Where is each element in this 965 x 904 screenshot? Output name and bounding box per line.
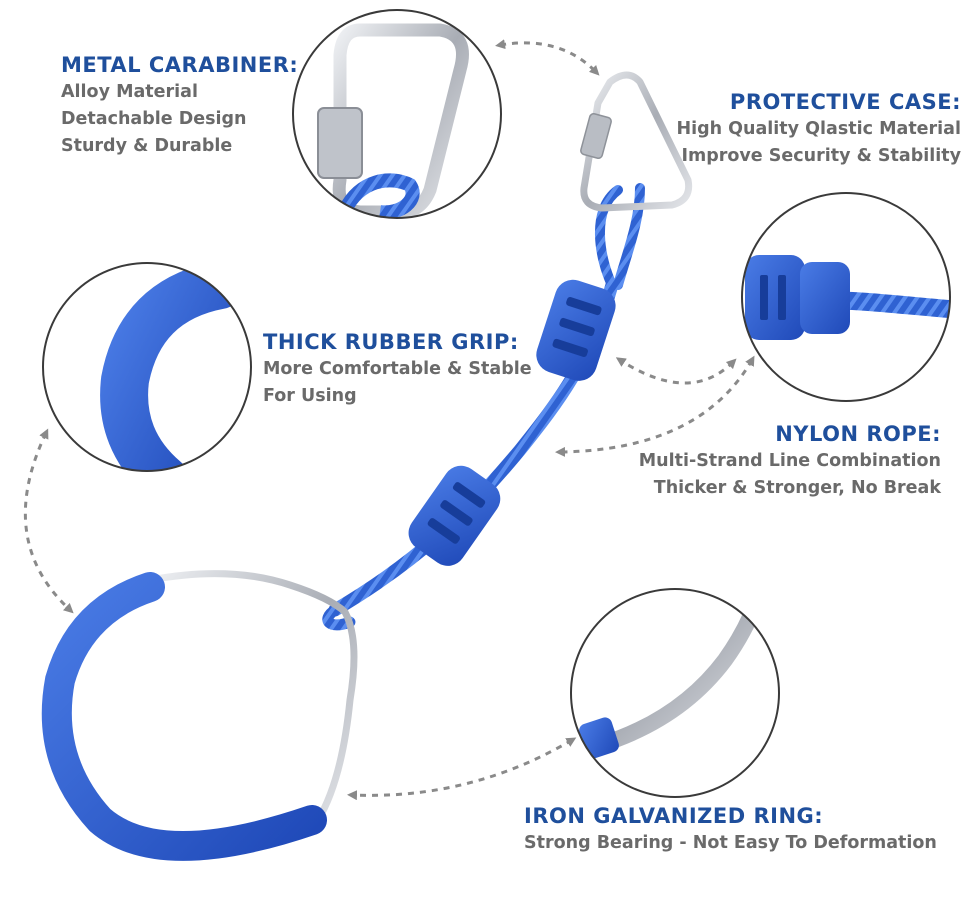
arrow-nylon-rope bbox=[555, 355, 755, 457]
feature-ring-line-1: Strong Bearing - Not Easy To Deformation bbox=[524, 833, 937, 853]
feature-nylon-rope-line-2: Thicker & Stronger, No Break bbox=[653, 478, 941, 498]
detail-circle-protective-case bbox=[741, 192, 951, 402]
feature-carabiner: METAL CARABINER: Alloy Material Detachab… bbox=[61, 51, 298, 160]
feature-carabiner-title: METAL CARABINER: bbox=[61, 53, 299, 77]
feature-protective-case: PROTECTIVE CASE: High Quality Qlastic Ma… bbox=[676, 88, 961, 170]
rope-loop bbox=[594, 183, 645, 290]
rope-grip-bead-upper bbox=[536, 279, 616, 381]
feature-protective-case-title: PROTECTIVE CASE: bbox=[729, 90, 961, 114]
feature-nylon-rope: NYLON ROPE: Multi-Strand Line Combinatio… bbox=[639, 420, 941, 502]
detail-circle-ring bbox=[570, 588, 780, 798]
feature-carabiner-line-3: Sturdy & Durable bbox=[61, 136, 233, 156]
feature-carabiner-line-2: Detachable Design bbox=[61, 109, 247, 129]
arrow-rubber-grip bbox=[23, 428, 74, 614]
galvanized-ring bbox=[146, 570, 358, 824]
feature-carabiner-line-1: Alloy Material bbox=[61, 82, 198, 102]
feature-nylon-rope-line-1: Multi-Strand Line Combination bbox=[638, 451, 941, 471]
feature-rubber-grip-line-2: For Using bbox=[263, 386, 357, 406]
arrow-carabiner bbox=[495, 39, 600, 76]
feature-rubber-grip: THICK RUBBER GRIP: More Comfortable & St… bbox=[263, 328, 532, 410]
feature-protective-case-line-1: High Quality Qlastic Material bbox=[676, 119, 961, 139]
feature-nylon-rope-title: NYLON ROPE: bbox=[775, 422, 941, 446]
feature-ring: IRON GALVANIZED RING: Strong Bearing - N… bbox=[524, 802, 937, 857]
detail-circle-rubber-grip bbox=[42, 262, 252, 472]
rubber-grip bbox=[41, 572, 327, 861]
carabiner bbox=[580, 71, 693, 212]
feature-rubber-grip-line-1: More Comfortable & Stable bbox=[263, 359, 532, 379]
feature-ring-title: IRON GALVANIZED RING: bbox=[524, 804, 824, 828]
arrow-protective-case bbox=[615, 357, 737, 385]
swing-ring-product bbox=[41, 71, 693, 861]
rope-grip-bead-lower bbox=[408, 465, 501, 566]
connector-arrows bbox=[23, 39, 755, 801]
feature-rubber-grip-title: THICK RUBBER GRIP: bbox=[263, 330, 519, 354]
detail-circle-carabiner bbox=[292, 9, 502, 219]
feature-protective-case-line-2: Improve Security & Stability bbox=[681, 146, 961, 166]
arrow-ring bbox=[347, 737, 577, 801]
